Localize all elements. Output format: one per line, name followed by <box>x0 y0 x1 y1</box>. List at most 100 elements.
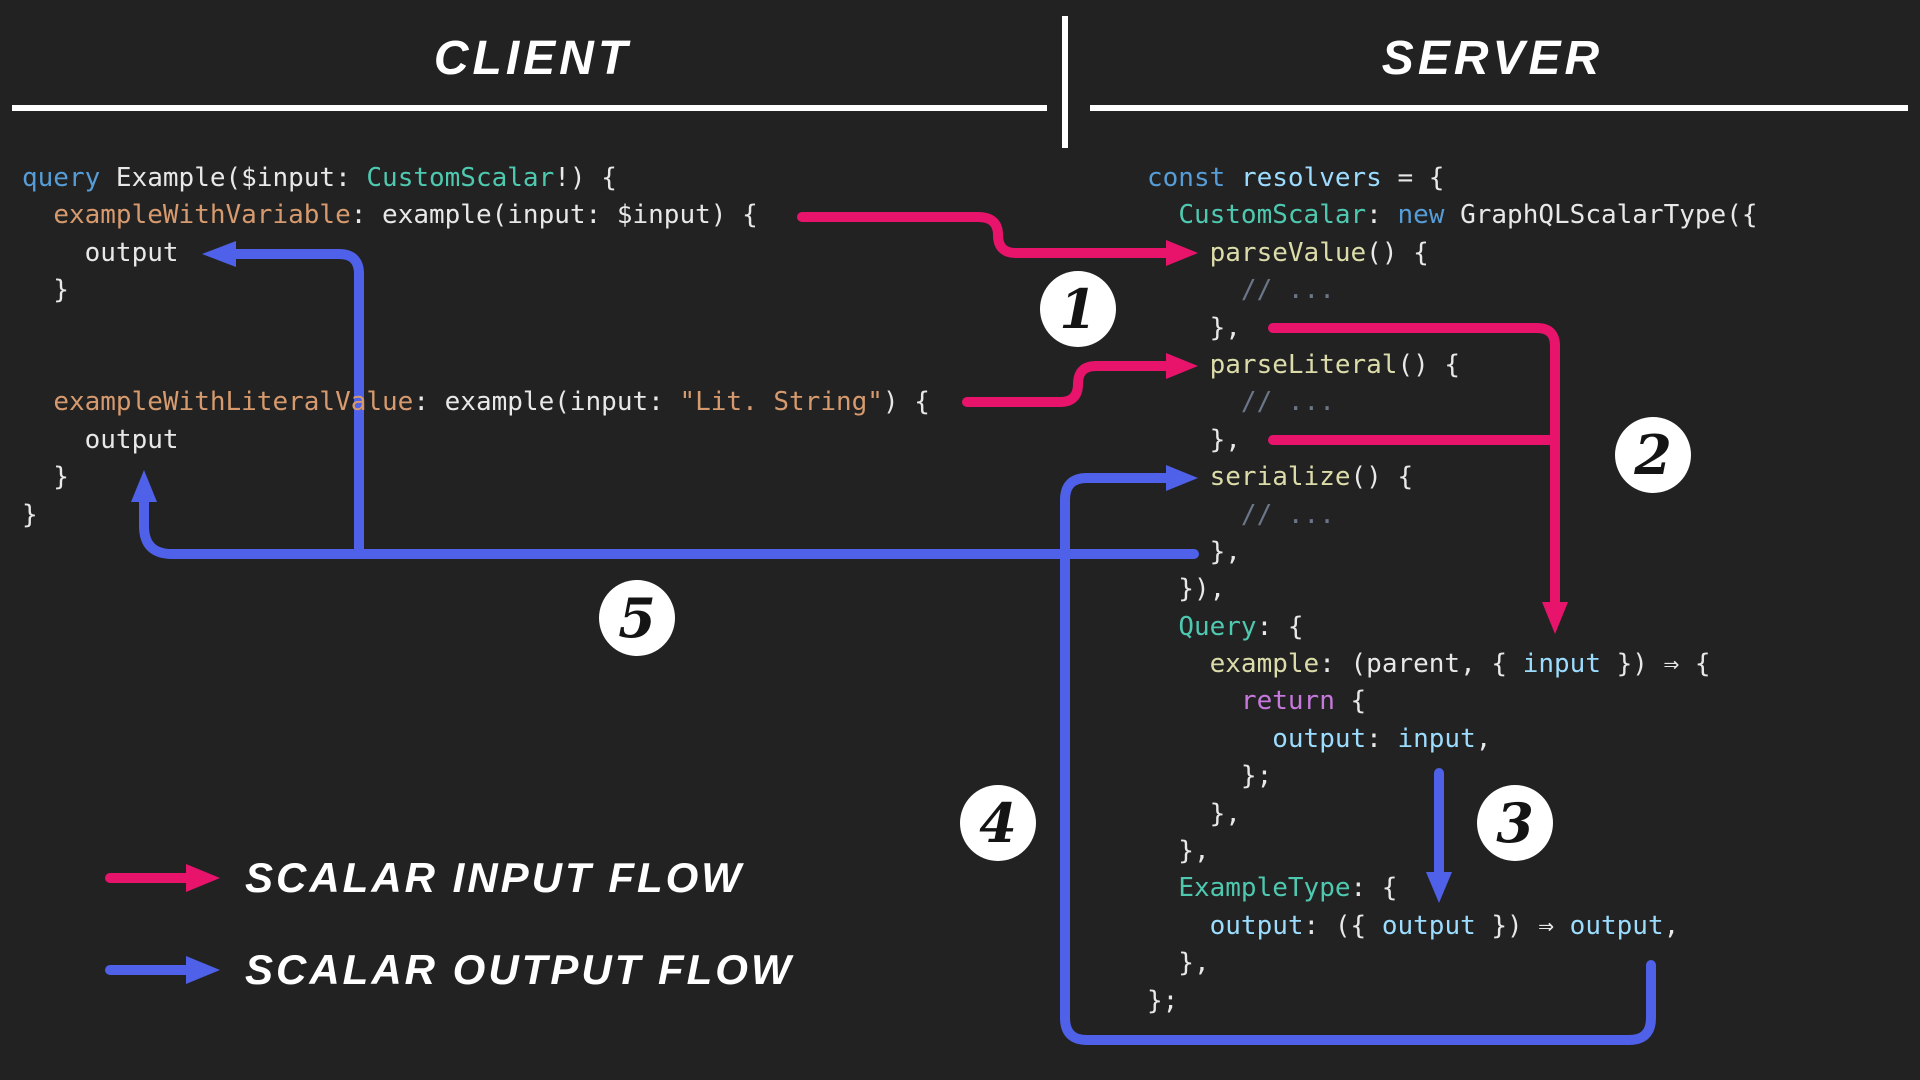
code-line: } <box>22 497 930 534</box>
code-token: resolvers <box>1240 163 1382 193</box>
input-flow-to-resolver-arrowhead-icon <box>1542 602 1568 634</box>
legend-output-arrowhead-icon <box>186 956 220 984</box>
code-token: () { <box>1350 462 1414 493</box>
code-line: }, <box>1147 310 1758 347</box>
code-token <box>1147 462 1210 492</box>
code-token: }, <box>1147 312 1241 343</box>
code-token: : example(input: <box>413 387 680 418</box>
legend-output-label: SCALAR OUTPUT FLOW <box>245 946 794 993</box>
step-badge-1: 1 <box>1040 271 1116 347</box>
code-line: exampleWithVariable: example(input: $inp… <box>22 197 930 234</box>
code-line: // ... <box>1147 497 1758 534</box>
code-line: output <box>22 235 930 272</box>
code-token <box>1147 612 1178 642</box>
code-line: parseLiteral() { <box>1147 347 1758 384</box>
output-flow-to-client-arrowhead-icon <box>131 470 157 502</box>
code-token: CustomScalar <box>1178 200 1367 231</box>
code-line: Query: { <box>1147 609 1758 646</box>
code-token: Query <box>1178 611 1257 642</box>
code-line: // ... <box>1147 384 1758 421</box>
code-token: !) { <box>554 163 617 193</box>
code-token: } <box>22 462 69 493</box>
code-token <box>1147 200 1178 230</box>
code-line: const resolvers = { <box>1147 160 1758 197</box>
code-line: }; <box>1147 983 1758 1020</box>
code-token: exampleWithVariable <box>53 200 351 231</box>
code-token: input <box>1522 649 1601 680</box>
output-flow-to-first-output-arrow <box>231 249 364 559</box>
code-token: }, <box>1147 424 1241 455</box>
step-badge-4: 4 <box>960 785 1036 861</box>
code-token: parseValue <box>1209 237 1367 268</box>
code-token: }; <box>1147 761 1273 792</box>
code-token: new <box>1397 200 1445 231</box>
code-token: : { <box>1350 873 1398 904</box>
code-token: input <box>1397 723 1476 754</box>
code-token: return <box>1240 686 1335 717</box>
code-token <box>1147 649 1210 679</box>
legend-input-label: SCALAR INPUT FLOW <box>245 854 744 901</box>
code-line: parseValue() { <box>1147 235 1758 272</box>
code-token: }, <box>1147 948 1210 979</box>
code-line: // ... <box>1147 272 1758 309</box>
code-token: }, <box>1147 798 1241 829</box>
code-token: // ... <box>1240 275 1335 306</box>
code-token: GraphQLScalarType({ <box>1444 200 1758 231</box>
code-token: () { <box>1366 237 1429 268</box>
code-token: output <box>1209 910 1304 941</box>
code-token: exampleWithLiteralValue <box>53 387 414 418</box>
code-line: output: input, <box>1147 721 1758 758</box>
server-column-header: SERVER <box>1381 31 1604 85</box>
code-token: output <box>1381 910 1476 941</box>
code-token: output <box>22 237 179 268</box>
code-token: ExampleType <box>1178 873 1351 904</box>
client-query-code: query Example($input: CustomScalar!) { e… <box>22 160 930 534</box>
code-token: }) ⇒ <box>1475 910 1570 941</box>
code-token <box>1147 387 1241 417</box>
code-line: } <box>22 459 930 496</box>
output-flow-to-serialize-arrowhead-icon <box>1166 465 1198 491</box>
input-flow-literal-arrowhead-icon <box>1166 353 1198 379</box>
code-token <box>1147 686 1241 716</box>
code-token: : <box>1366 200 1398 231</box>
code-token: , <box>1663 910 1680 941</box>
input-flow-variable-arrow <box>797 212 1171 258</box>
code-token <box>1147 275 1241 305</box>
code-token: example <box>1209 649 1320 680</box>
input-flow-to-resolver-arrow <box>1268 323 1560 607</box>
client-column-header: CLIENT <box>433 31 632 85</box>
code-token <box>1147 238 1210 268</box>
output-flow-to-client-arrow <box>139 497 1199 559</box>
code-line: query Example($input: CustomScalar!) { <box>22 160 930 197</box>
code-line: }, <box>1147 945 1758 982</box>
code-token: ) { <box>882 387 930 418</box>
code-token <box>1147 500 1241 530</box>
code-token: "Lit. String" <box>679 387 883 418</box>
output-flow-to-exampletype-arrowhead-icon <box>1426 872 1452 903</box>
code-line: return { <box>1147 683 1758 720</box>
code-line: example: (parent, { input }) ⇒ { <box>1147 646 1758 683</box>
code-token: }) ⇒ { <box>1600 649 1711 680</box>
code-token <box>22 387 53 417</box>
code-token: // ... <box>1240 387 1335 418</box>
code-token: }), <box>1147 574 1226 605</box>
step-badge-2: 2 <box>1615 417 1691 493</box>
code-line: }, <box>1147 534 1758 571</box>
code-line: output <box>22 422 930 459</box>
code-token: } <box>22 275 69 306</box>
code-token: : (parent, { <box>1319 649 1523 680</box>
code-token: }, <box>1147 836 1210 867</box>
code-line: }, <box>1147 422 1758 459</box>
code-line: CustomScalar: new GraphQLScalarType({ <box>1147 197 1758 234</box>
code-token: output <box>1272 723 1367 754</box>
code-token: output <box>22 424 179 455</box>
code-token: query <box>22 163 101 193</box>
code-token: : <box>1366 723 1398 754</box>
code-line: }, <box>1147 796 1758 833</box>
code-token: }; <box>1147 985 1179 1016</box>
code-token: const <box>1147 163 1226 193</box>
code-token <box>1147 911 1210 941</box>
code-token <box>1147 724 1272 754</box>
